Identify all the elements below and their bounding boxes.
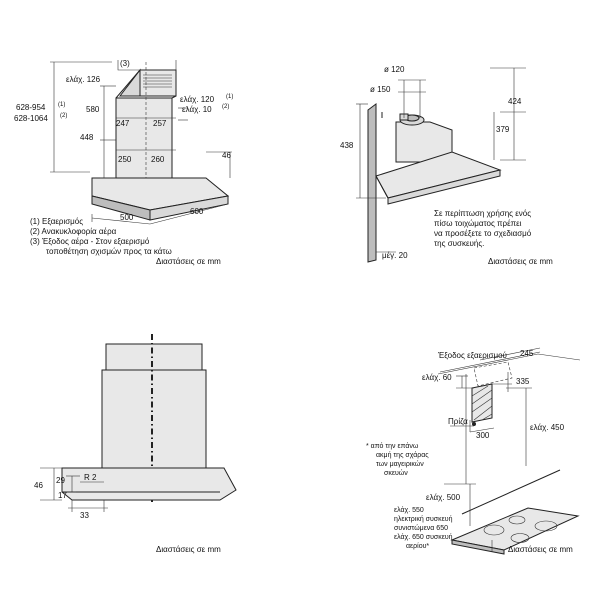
dim-diameter-120: ø 120 xyxy=(384,65,405,74)
asterisk-note-line-4: σκευών xyxy=(384,469,408,477)
dim-min-120-sup: (1) xyxy=(226,94,233,100)
dim-range-2: 628-1064 xyxy=(14,114,48,123)
dim-335: 335 xyxy=(516,377,530,386)
dim-600: 600 xyxy=(190,207,204,216)
bottom-note-line-2: ηλεκτρική συσκευή xyxy=(394,516,453,523)
legend-line-3: (3) Έξοδος αέρα - Στον εξαερισμό xyxy=(30,237,150,246)
canopy-profile-diagram: 46 29 R 2 17 33 Διαστάσεις σε mm xyxy=(34,334,237,554)
legend-line-4: τοποθέτηση σχισμών προς τα κάτω xyxy=(46,247,172,256)
front-view-diagram: (3) ελάχ. 126 628-954 (1) 628-1064 (2) 5… xyxy=(14,59,233,266)
dim-448: 448 xyxy=(80,133,94,142)
dim-245: 245 xyxy=(520,349,534,358)
upper-chimney xyxy=(139,69,177,97)
dim-424: 424 xyxy=(508,97,522,106)
dim-max-20: μέγ. 20 xyxy=(382,251,408,260)
dim-46: 46 xyxy=(222,151,231,160)
units-label-2: Διαστάσεις σε mm xyxy=(488,257,553,266)
dim-range-2-sup: (2) xyxy=(60,113,67,119)
asterisk-note-line-1: * από την επάνω xyxy=(366,442,419,450)
dim-range-1: 628-954 xyxy=(16,103,46,112)
lower-chimney xyxy=(115,97,173,179)
dim-260: 260 xyxy=(151,155,165,164)
rear-wall-panel xyxy=(367,103,377,263)
dim-379: 379 xyxy=(496,125,510,134)
lower-duct-cover xyxy=(101,369,207,469)
dim-438: 438 xyxy=(340,141,354,150)
wall-note-line-4: της συσκευής. xyxy=(434,239,484,248)
side-canopy-edge xyxy=(387,169,501,205)
dim-46-profile: 46 xyxy=(34,481,43,490)
dim-300: 300 xyxy=(476,431,490,440)
dim-29: 29 xyxy=(56,476,65,485)
asterisk-note-line-2: ακμή της σχάρας xyxy=(376,451,429,459)
wall-note-line-3: να προσέξετε το σχεδιασμό xyxy=(434,229,532,238)
dim-min-450: ελάχ. 450 xyxy=(530,423,565,432)
socket-marker xyxy=(472,422,476,426)
dim-500: 500 xyxy=(120,213,134,222)
hood-upper-body xyxy=(395,121,453,163)
bottom-note-line-4: ελάχ. 650 συσκευή xyxy=(394,533,453,541)
cooktop-burners xyxy=(483,515,558,543)
socket-label: Πρίζα xyxy=(448,417,468,426)
units-label-3: Διαστάσεις σε mm xyxy=(156,545,221,554)
bottom-note-line-5: αερίου* xyxy=(406,542,429,550)
units-label-4: Διαστάσεις σε mm xyxy=(508,545,573,554)
upper-duct-cover xyxy=(105,343,203,371)
wall-note-line-1: Σε περίπτωση χρήσης ενός xyxy=(434,209,531,218)
dim-250: 250 xyxy=(118,155,132,164)
dim-min-10: ελάχ. 10 xyxy=(182,105,212,114)
socket-zone-hatch xyxy=(471,385,493,421)
note-3-label: (3) xyxy=(120,59,130,68)
dim-radius-2: R 2 xyxy=(84,473,97,482)
air-outlet-slots xyxy=(143,74,172,88)
dim-33: 33 xyxy=(80,511,89,520)
dim-min-10-sup: (2) xyxy=(222,104,229,110)
dim-17: 17 xyxy=(58,491,67,500)
dim-580: 580 xyxy=(86,105,100,114)
dim-min-120: ελάχ. 120 xyxy=(180,95,215,104)
units-label-1: Διαστάσεις σε mm xyxy=(156,257,221,266)
bottom-note-line-3: συνιστώμενα 650 xyxy=(394,524,448,532)
legend-line-2: (2) Ανακυκλοφορία αέρα xyxy=(30,227,117,236)
dim-diameter-150: ø 150 xyxy=(370,85,391,94)
dim-min-500: ελάχ. 500 xyxy=(426,493,461,502)
bottom-note-line-1: ελάχ. 550 xyxy=(394,506,424,514)
dim-min-60: ελάχ. 60 xyxy=(422,373,452,382)
wall-note-line-2: πίσω τοιχώματος πρέπει xyxy=(434,219,522,228)
worktop-edge xyxy=(451,539,505,555)
exhaust-outlet-label: Έξοδος εξαερισμού xyxy=(437,351,507,360)
asterisk-note-line-3: των μαγειρικών xyxy=(376,460,424,468)
dim-257: 257 xyxy=(153,119,167,128)
legend-line-1: (1) Εξαερισμός xyxy=(30,217,83,226)
exhaust-opening-zone xyxy=(473,361,513,387)
installation-perspective-diagram: Έξοδος εξαερισμού 245 ελάχ. 60 335 Πρίζα… xyxy=(366,347,581,555)
dim-range-1-sup: (1) xyxy=(58,102,65,108)
dim-247: 247 xyxy=(116,119,130,128)
dim-min-126: ελάχ. 126 xyxy=(66,75,101,84)
side-view-diagram: ø 120 ø 150 424 379 438 μέγ. 20 Σε περίπ… xyxy=(340,65,553,266)
